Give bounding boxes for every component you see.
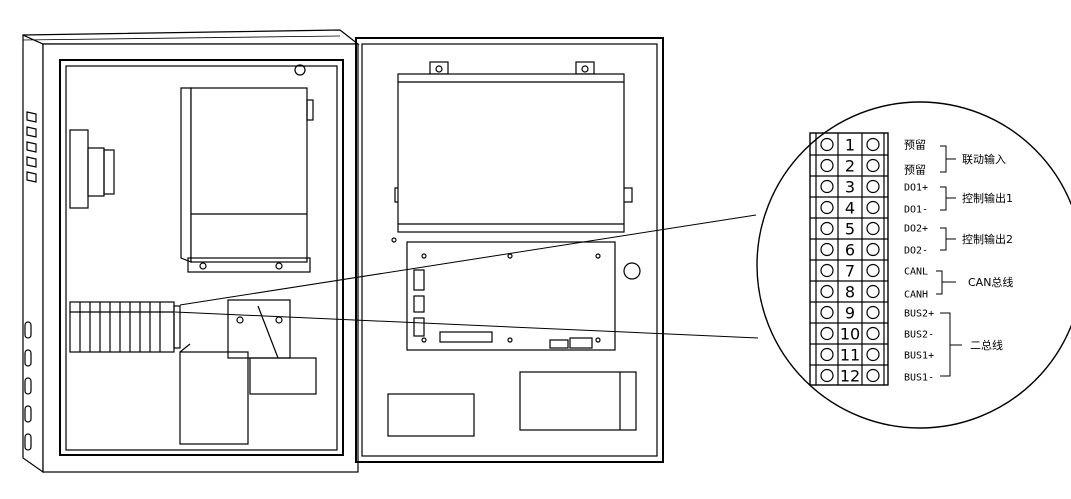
group-bracket: [940, 145, 956, 173]
terminal-screw-right: [866, 284, 880, 299]
terminal-row: 4 DO1-: [820, 199, 928, 218]
terminal-number: 7: [845, 262, 855, 281]
terminal-row: 3 DO1+: [820, 178, 928, 197]
terminal-number: 6: [845, 241, 855, 260]
terminal-screw-right: [866, 137, 880, 152]
terminal-row: 11 BUS1+: [820, 346, 934, 365]
group-bracket: [936, 270, 956, 295]
terminal-number: 4: [845, 199, 855, 218]
terminal-screw-left: [820, 221, 834, 236]
terminal-screw-right: [866, 221, 880, 236]
terminal-number: 5: [845, 220, 855, 239]
group-label: 联动输入: [962, 152, 1006, 166]
group-label: CAN总线: [968, 275, 1013, 289]
terminal-screw-left: [820, 326, 834, 341]
terminal-screw-right: [866, 158, 880, 173]
door-panel-lower-left: [387, 393, 475, 437]
terminal-screw-left: [820, 368, 834, 383]
terminal-screw-right: [866, 305, 880, 320]
terminal-signal: BUS1-: [904, 373, 934, 384]
controller-box: [394, 61, 633, 233]
terminal-number: 12: [840, 367, 860, 386]
terminal-row: 5 DO2+: [820, 220, 928, 239]
terminal-signal: DO2+: [904, 224, 928, 235]
terminal-number: 8: [845, 283, 855, 302]
terminal-number: 3: [845, 178, 855, 197]
terminal-screw-right: [866, 242, 880, 257]
terminal-row: 12 BUS1-: [820, 367, 934, 386]
terminal-screw-right: [866, 368, 880, 383]
terminal-screw-left: [820, 242, 834, 257]
terminal-screw-left: [820, 263, 834, 278]
terminal-signal: 预留: [904, 164, 926, 177]
terminal-screw-right: [866, 263, 880, 278]
circuit-board: [391, 237, 616, 351]
terminal-screw-left: [820, 305, 834, 320]
terminal-number: 11: [840, 346, 860, 365]
terminal-signal: BUS2-: [904, 330, 934, 341]
magnifier-circle: [756, 101, 1071, 429]
din-rail-terminals: [69, 301, 181, 353]
terminal-number: 10: [840, 325, 860, 344]
terminal-row: 7 CANL: [820, 262, 928, 281]
group-label: 控制输出2: [962, 232, 1013, 246]
leader-lines: [174, 214, 759, 339]
terminal-signal: DO2-: [904, 246, 928, 257]
terminal-row: 1 预留: [820, 136, 926, 155]
terminal-signal: CANH: [904, 290, 928, 301]
terminal-signal: DO1-: [904, 205, 928, 216]
terminal-screw-right: [866, 326, 880, 341]
terminal-signal: CANL: [904, 267, 928, 278]
terminal-screw-right: [866, 200, 880, 215]
terminal-signal: DO1+: [904, 183, 928, 194]
group-label: 控制输出1: [962, 191, 1013, 205]
cabinet-door: [355, 37, 664, 463]
terminal-screw-left: [820, 137, 834, 152]
ventilation-slots: [24, 111, 37, 451]
terminal-row: 6 DO2-: [820, 241, 928, 260]
terminal-row: 10 BUS2-: [820, 325, 934, 344]
terminal-screw-left: [820, 347, 834, 362]
door-panel-lower-right: [519, 371, 637, 431]
group-label: 二总线: [970, 338, 1003, 352]
terminal-row: 2 预留: [820, 157, 926, 177]
terminal-number: 2: [845, 157, 855, 176]
group-bracket: [940, 312, 962, 377]
terminal-block: [809, 132, 889, 386]
group-bracket: [940, 227, 956, 251]
battery-right: [249, 357, 317, 395]
terminal-signal: BUS1+: [904, 351, 934, 362]
terminal-screw-left: [820, 200, 834, 215]
terminal-row: 8 CANH: [820, 283, 928, 302]
battery-left: [179, 343, 249, 445]
terminal-screw-left: [820, 284, 834, 299]
terminal-signal: BUS2+: [904, 309, 934, 320]
terminal-mount-left: [69, 129, 115, 209]
power-supply-module: [180, 87, 314, 273]
group-bracket: [940, 186, 956, 211]
terminal-screw-left: [820, 158, 834, 173]
terminal-number: 1: [845, 136, 855, 155]
terminal-screw-left: [820, 179, 834, 194]
terminal-screw-right: [866, 179, 880, 194]
terminal-number: 9: [845, 304, 855, 323]
terminal-screw-right: [866, 347, 880, 362]
terminal-signal: 预留: [904, 139, 926, 152]
terminal-row: 9 BUS2+: [820, 304, 934, 323]
